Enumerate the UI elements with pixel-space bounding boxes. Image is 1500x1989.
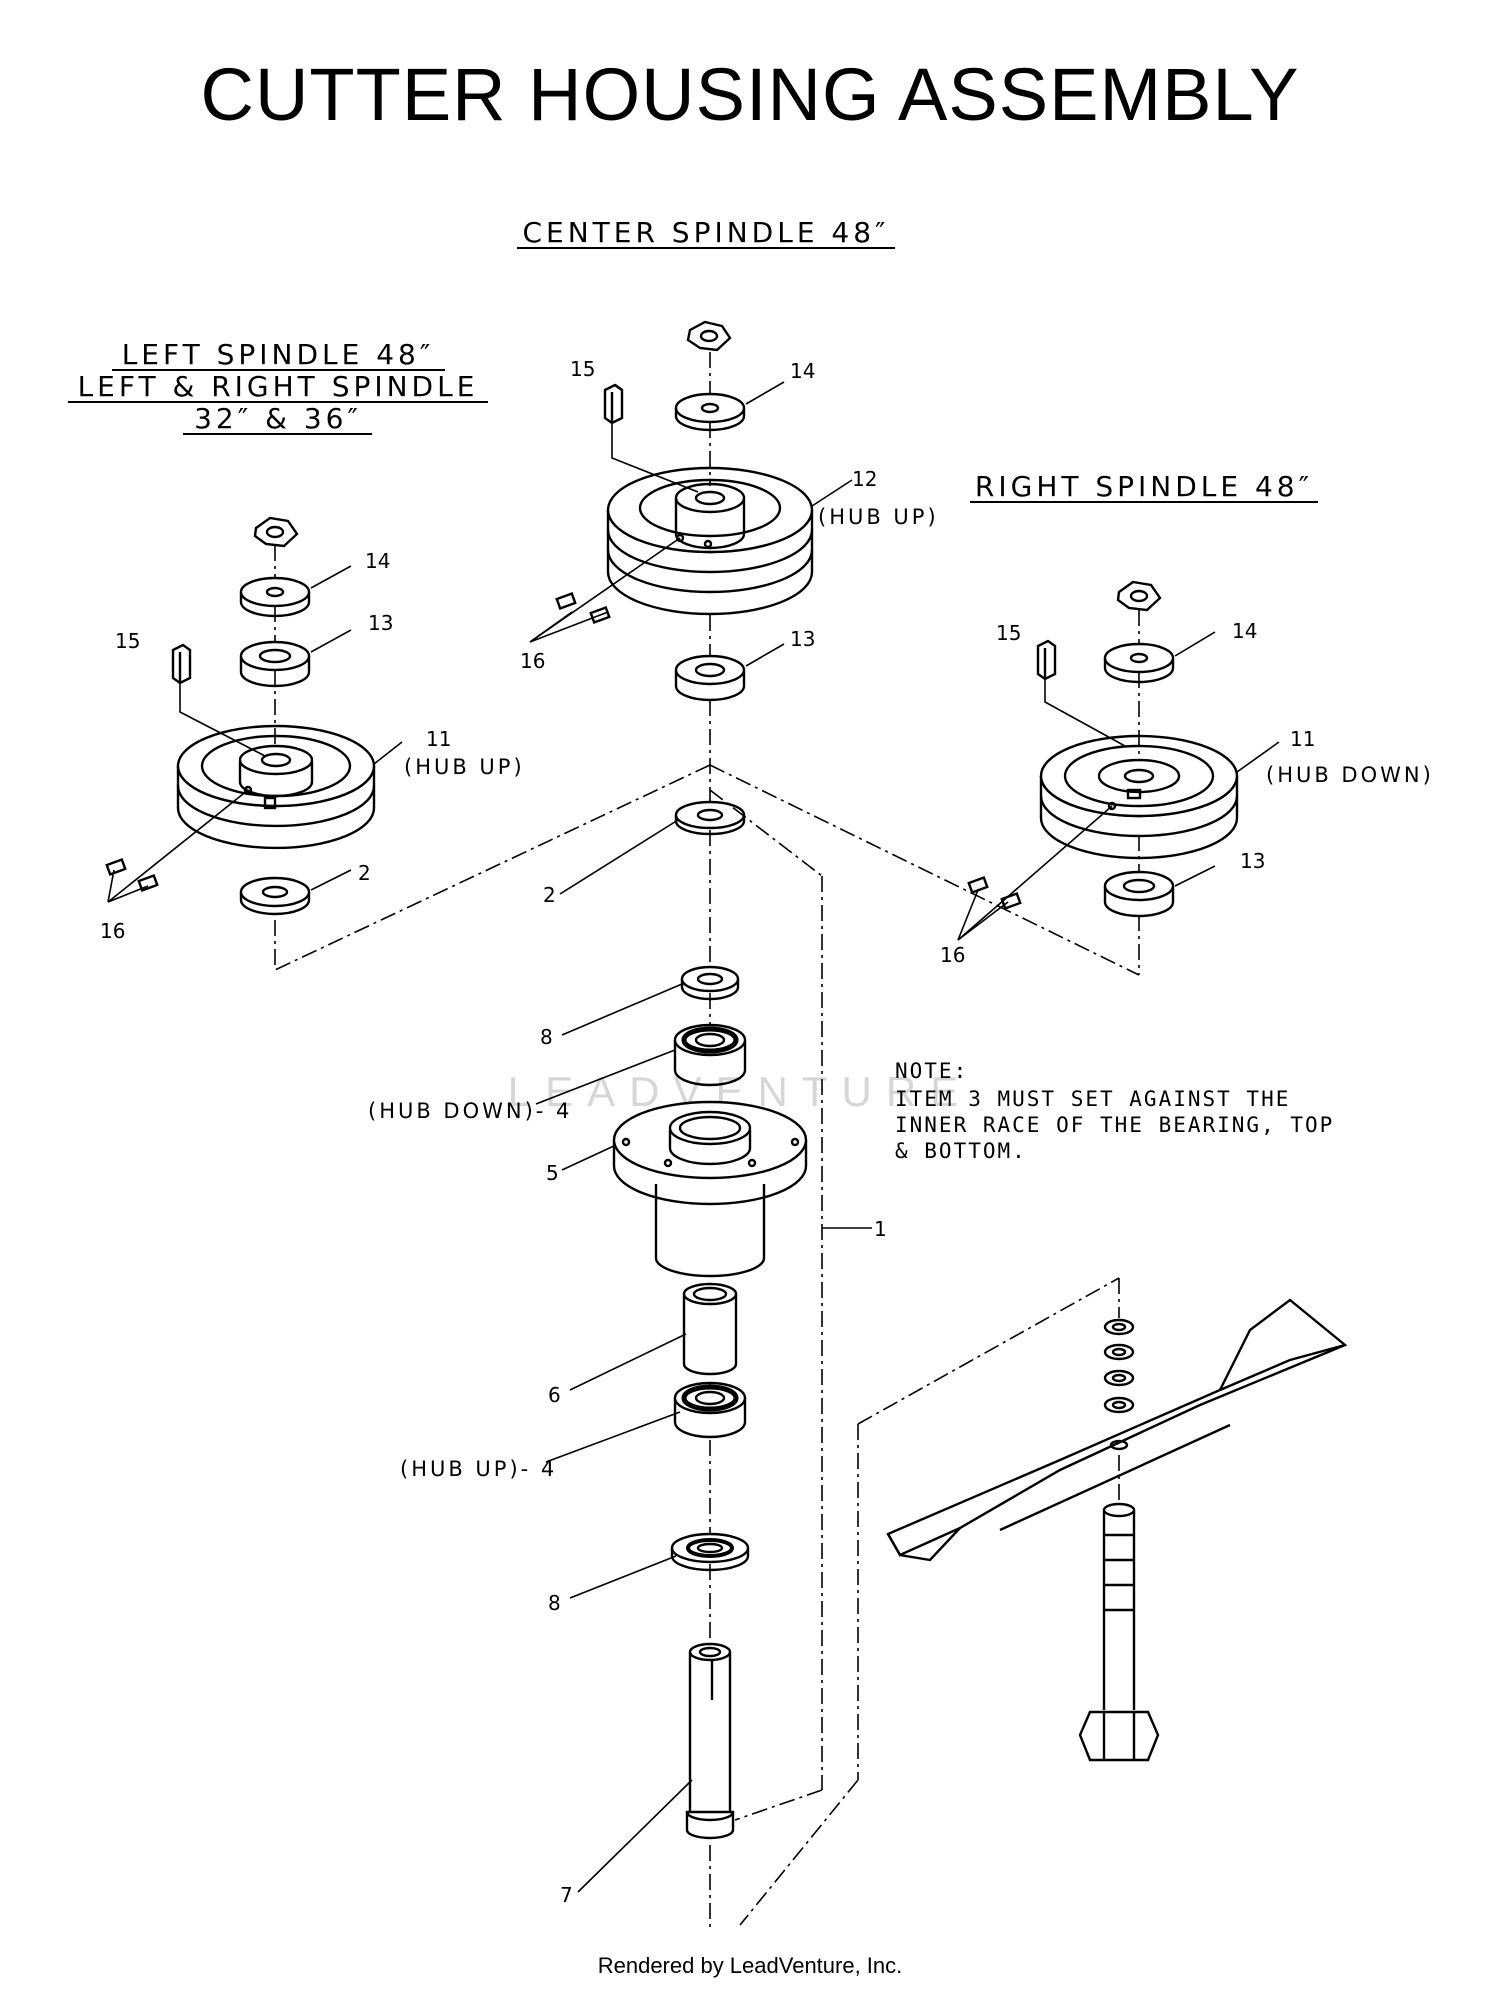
- callout-washer-2: 2: [543, 883, 556, 907]
- center-washer-2: [674, 800, 746, 836]
- page-title: CUTTER HOUSING ASSEMBLY: [200, 53, 1300, 136]
- callout-washer-8-lower: 8: [548, 1591, 561, 1615]
- center-housing-5: [612, 1100, 808, 1278]
- center-spacer-13: [674, 654, 746, 702]
- callout-right-11: 11: [1290, 727, 1315, 751]
- center-nut: [686, 320, 732, 352]
- left-spindle-heading: LEFT SPINDLE 48″: [122, 338, 435, 371]
- left-key-15: [171, 643, 192, 685]
- leader-lines: [107, 381, 1280, 1893]
- left-right-spindle-heading: LEFT & RIGHT SPINDLE: [78, 370, 479, 403]
- callout-center-12-hub: (HUB UP): [818, 505, 939, 529]
- center-washer-8-lower: [670, 1532, 750, 1572]
- callout-shaft-7: 7: [560, 1883, 573, 1907]
- center-key-15: [603, 383, 624, 425]
- callout-right-16: 16: [940, 943, 965, 967]
- center-sleeve-6: [682, 1282, 738, 1376]
- note-line-2: INNER RACE OF THE BEARING, TOP: [895, 1113, 1334, 1137]
- note-line-1: ITEM 3 MUST SET AGAINST THE: [895, 1087, 1290, 1111]
- right-spacer-13: [1103, 870, 1175, 918]
- left-nut: [253, 516, 299, 548]
- blade-washers: [1103, 1318, 1135, 1451]
- callout-left-2: 2: [358, 861, 371, 885]
- callout-center-13: 13: [790, 627, 815, 651]
- left-pulley-11: [176, 724, 376, 850]
- left-washer-2: [239, 876, 311, 916]
- footer-credit: Rendered by LeadVenture, Inc.: [597, 1953, 903, 1978]
- callout-left-13: 13: [368, 611, 393, 635]
- callout-item-1: 1: [874, 1217, 887, 1241]
- callout-left-16: 16: [100, 919, 125, 943]
- center-bearing-4-upper: [673, 1023, 747, 1087]
- center-shaft-7: [685, 1642, 735, 1840]
- blade-bolt: [1078, 1502, 1160, 1762]
- note-line-3: & BOTTOM.: [895, 1139, 1027, 1163]
- callout-center-12: 12: [852, 467, 877, 491]
- callout-left-14: 14: [365, 549, 390, 573]
- center-spindle-heading: CENTER SPINDLE 48″: [522, 216, 889, 249]
- left-spindle-size-heading: 32″ & 36″: [194, 402, 362, 435]
- blade: [886, 1298, 1348, 1562]
- callout-left-11-hub: (HUB UP): [404, 755, 525, 779]
- callout-center-16: 16: [520, 649, 545, 673]
- center-bearing-4-lower: [673, 1381, 747, 1439]
- right-key-15: [1036, 639, 1057, 681]
- center-pulley-12: [606, 466, 814, 616]
- right-spindle-heading: RIGHT SPINDLE 48″: [975, 470, 1313, 503]
- callout-right-15: 15: [996, 621, 1021, 645]
- callout-right-11-hub: (HUB DOWN): [1266, 763, 1434, 787]
- left-setscrews-16: [105, 858, 159, 892]
- note-heading: NOTE:: [895, 1059, 968, 1083]
- assembly-lines: [274, 352, 1140, 1930]
- callout-washer-8-upper: 8: [540, 1025, 553, 1049]
- callout-center-15: 15: [570, 357, 595, 381]
- callout-sleeve-6: 6: [548, 1383, 561, 1407]
- callout-right-13: 13: [1240, 849, 1265, 873]
- callout-bearing-4-upper: (HUB DOWN)- 4: [368, 1099, 572, 1123]
- callout-left-15: 15: [115, 629, 140, 653]
- callout-housing-5: 5: [546, 1161, 559, 1185]
- callout-right-14: 14: [1232, 619, 1257, 643]
- callout-bearing-4-lower: (HUB UP)- 4: [400, 1457, 557, 1481]
- right-nut: [1116, 580, 1162, 612]
- callout-left-11: 11: [426, 727, 451, 751]
- callout-center-14: 14: [790, 359, 815, 383]
